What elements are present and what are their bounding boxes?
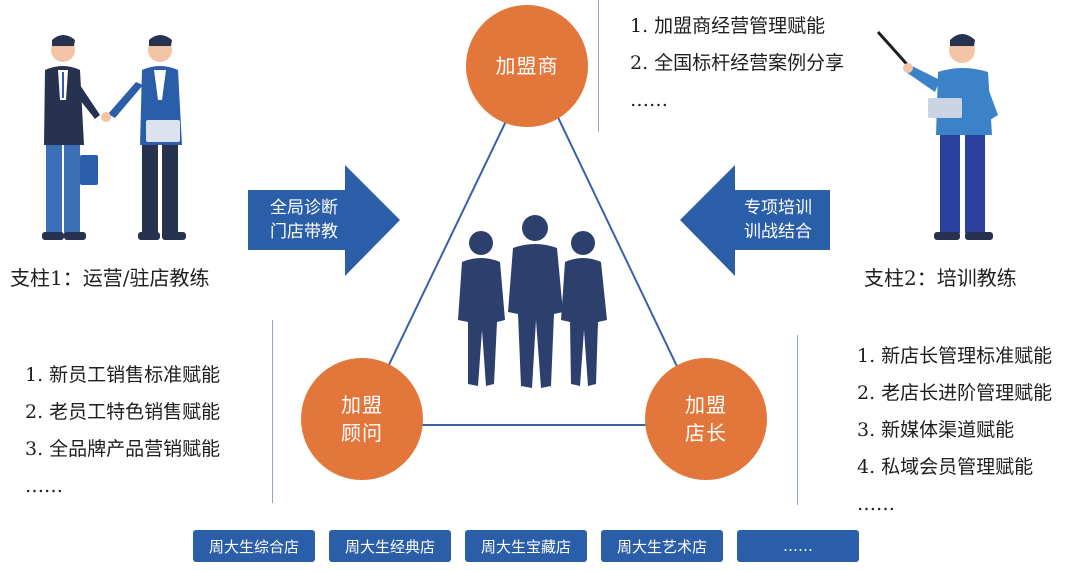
right-arrow-label: 专项培训 训战结合 bbox=[732, 196, 824, 244]
right-arrow-line1: 专项培训 bbox=[744, 198, 812, 218]
divider-left bbox=[272, 320, 273, 503]
list-item: 2. 老店长进阶管理赋能 bbox=[857, 382, 1053, 404]
pillar-1-title: 支柱1：运营/驻店教练 bbox=[10, 266, 210, 290]
store-tag-comprehensive: 周大生综合店 bbox=[193, 530, 315, 562]
list-item: …… bbox=[857, 493, 895, 515]
store-tag-more: …… bbox=[737, 530, 859, 562]
right-arrow-shape bbox=[680, 165, 830, 276]
node-franchise-store-manager: 加盟 店长 bbox=[645, 358, 767, 480]
left-arrow-line2: 门店带教 bbox=[270, 222, 338, 242]
handshake-icon bbox=[42, 35, 186, 240]
staff-empowerment-list: 1. 新员工销售标准赋能 2. 老员工特色销售赋能 3. 全品牌产品营销赋能 …… bbox=[25, 357, 220, 505]
list-item: 1. 加盟商经营管理赋能 bbox=[630, 15, 826, 37]
franchisee-empowerment-list: 1. 加盟商经营管理赋能 2. 全国标杆经营案例分享 …… bbox=[630, 8, 844, 119]
divider-right bbox=[797, 335, 798, 505]
list-item: 1. 新店长管理标准赋能 bbox=[857, 345, 1053, 367]
node-manager-line1: 加盟 bbox=[685, 393, 727, 417]
node-franchisee-label: 加盟商 bbox=[495, 54, 559, 78]
left-arrow-shape bbox=[248, 165, 400, 276]
list-item: 2. 全国标杆经营案例分享 bbox=[630, 52, 845, 74]
node-consultant-line1: 加盟 bbox=[341, 393, 383, 417]
list-item: 2. 老员工特色销售赋能 bbox=[25, 401, 221, 423]
list-item: 1. 新员工销售标准赋能 bbox=[25, 364, 221, 386]
left-arrow-line1: 全局诊断 bbox=[270, 198, 338, 218]
left-arrow-label: 全局诊断 门店带教 bbox=[258, 196, 350, 244]
pillar-2-title: 支柱2：培训教练 bbox=[864, 266, 1017, 290]
team-silhouette-icon bbox=[458, 215, 607, 388]
right-arrow-line2: 训战结合 bbox=[744, 222, 812, 242]
node-franchisee: 加盟商 bbox=[466, 5, 588, 127]
manager-empowerment-list: 1. 新店长管理标准赋能 2. 老店长进阶管理赋能 3. 新媒体渠道赋能 4. … bbox=[857, 338, 1052, 523]
list-item: 3. 新媒体渠道赋能 bbox=[857, 419, 1015, 441]
list-item: …… bbox=[630, 89, 668, 111]
list-item: 3. 全品牌产品营销赋能 bbox=[25, 438, 221, 460]
list-item: …… bbox=[25, 475, 63, 497]
divider-top-right bbox=[598, 0, 599, 132]
store-tag-treasure: 周大生宝藏店 bbox=[465, 530, 587, 562]
store-tag-art: 周大生艺术店 bbox=[601, 530, 723, 562]
node-manager-line2: 店长 bbox=[685, 421, 727, 445]
node-franchise-consultant: 加盟 顾问 bbox=[301, 358, 423, 480]
presenter-icon bbox=[876, 30, 998, 240]
node-consultant-line2: 顾问 bbox=[341, 421, 383, 445]
store-tag-classic: 周大生经典店 bbox=[329, 530, 451, 562]
list-item: 4. 私域会员管理赋能 bbox=[857, 456, 1034, 478]
